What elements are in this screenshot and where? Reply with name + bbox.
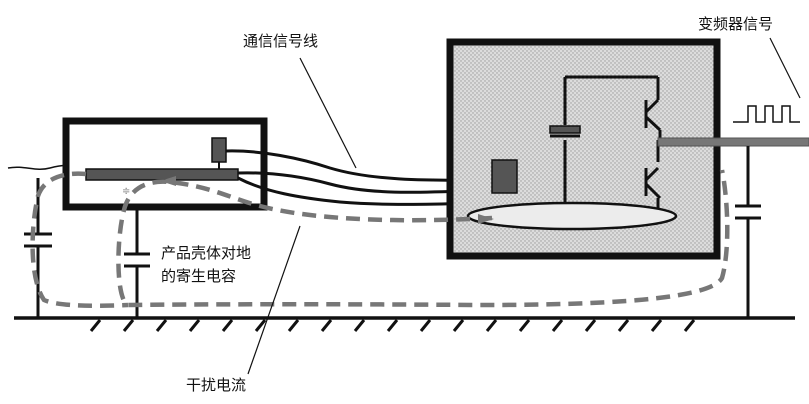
igbt-lower xyxy=(644,166,662,200)
ground-hatch xyxy=(551,319,564,332)
output-capacitor xyxy=(735,146,761,318)
leaders xyxy=(247,37,801,375)
ground xyxy=(14,316,795,332)
vfd-signal-label: 变频器信号 xyxy=(698,15,773,33)
current-arrow-left xyxy=(160,176,176,186)
bus-capacitor xyxy=(549,125,581,134)
vfd-enclosure xyxy=(446,38,809,260)
common-mode-ellipse xyxy=(466,201,678,231)
ground-hatch xyxy=(419,319,432,332)
svg-text:≑: ≑ xyxy=(122,186,130,197)
vfd-connector xyxy=(491,159,518,194)
pwm-waveform xyxy=(733,105,800,123)
ground-hatch xyxy=(386,319,399,332)
ground-hatch xyxy=(617,319,630,332)
ground-hatch xyxy=(89,319,102,332)
interference-current-path xyxy=(30,169,730,308)
ground-hatch xyxy=(353,319,366,332)
left-ground-capacitor xyxy=(24,178,52,318)
ground-hatch xyxy=(155,319,168,332)
parasitic-cap-label-1: 产品壳体对地 xyxy=(161,244,251,262)
ground-hatch xyxy=(584,319,597,332)
comm-cable xyxy=(225,149,493,206)
ground-hatch xyxy=(254,319,267,332)
interference-current-label: 干扰电流 xyxy=(186,376,246,394)
comm-cable-label: 通信信号线 xyxy=(243,32,318,50)
ground-hatch xyxy=(287,319,300,332)
ground-hatch xyxy=(518,319,531,332)
ground-hatch xyxy=(188,319,201,332)
product-connector xyxy=(211,137,227,163)
ground-hatch xyxy=(221,319,234,332)
parasitic-cap-label-2: 的寄生电容 xyxy=(161,267,236,285)
product-enclosure: ≑ xyxy=(62,117,268,211)
parasitic-capacitor xyxy=(124,207,150,318)
ground-hatch xyxy=(683,319,696,332)
ground-hatch xyxy=(452,319,465,332)
ground-hatch xyxy=(122,319,135,332)
ground-hatch xyxy=(320,319,333,332)
ground-hatch xyxy=(485,319,498,332)
current-arrow-right xyxy=(478,214,494,224)
vfd-output-bar xyxy=(657,137,809,147)
ground-hatch xyxy=(650,319,663,332)
